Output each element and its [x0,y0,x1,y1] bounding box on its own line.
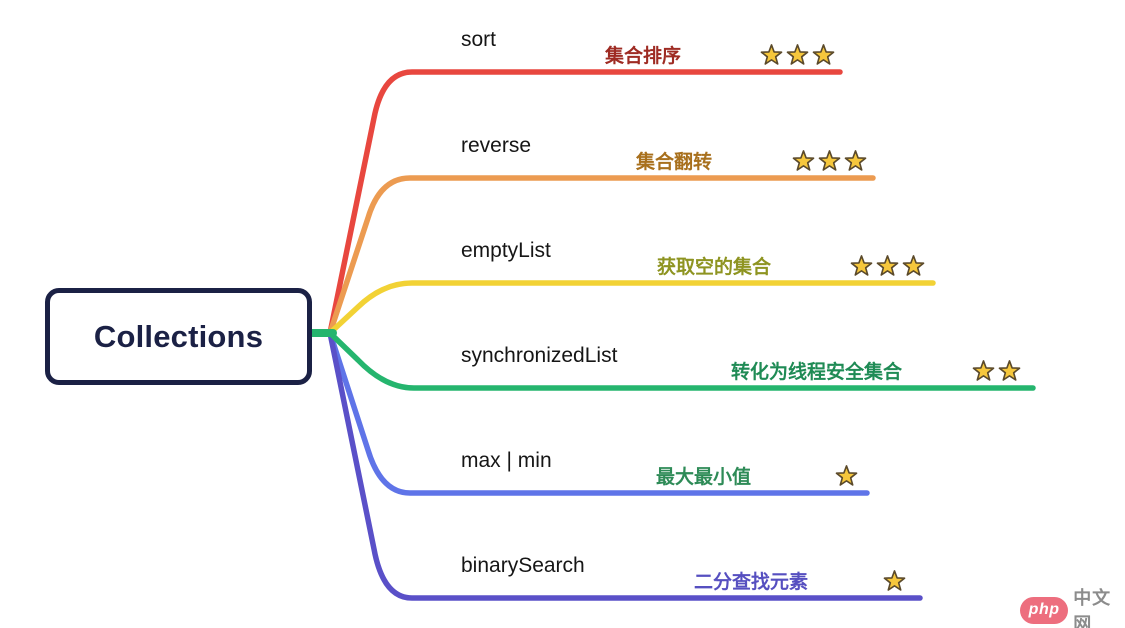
connector-sort [327,69,843,336]
branch-stars-binarySearch [883,569,906,592]
branch-label-sort[interactable]: sort [461,28,497,51]
star-icon [972,360,995,381]
php-logo-badge: php [1020,596,1069,624]
connector-reverse [327,175,876,336]
star-icon [812,44,835,65]
star-icon [844,150,867,171]
root-node-label: Collections [93,318,264,354]
star-icon [876,255,899,276]
branch-description-emptyList[interactable]: 获取空的集合 [657,257,772,278]
branch-description-reverse[interactable]: 集合翻转 [636,152,713,173]
star-icon [818,150,841,171]
star-icon [786,44,809,65]
branch-label-binarySearch[interactable]: binarySearch [461,554,585,577]
star-icon [883,570,906,591]
branch-stars-sort [760,43,835,66]
branch-label-emptyList[interactable]: emptyList [461,239,551,262]
star-icon [760,44,783,65]
connector-emptyList [327,280,936,336]
watermark-text: 中文网 [1073,588,1112,628]
connector-binarySearch [327,330,923,601]
watermark: php 中文网 [1020,584,1125,628]
branch-description-sort[interactable]: 集合排序 [605,46,682,67]
branch-stars-synchronizedList [972,359,1021,382]
branch-stars-emptyList [850,254,925,277]
branch-label-reverse[interactable]: reverse [461,134,532,157]
star-icon [835,465,858,486]
branch-stars-reverse [792,149,867,172]
branch-description-synchronizedList[interactable]: 转化为线程安全集合 [731,362,903,383]
branch-description-binarySearch[interactable]: 二分查找元素 [694,572,809,593]
star-icon [850,255,873,276]
branch-label-max-min[interactable]: max | min [461,449,552,472]
star-icon [998,360,1021,381]
root-node-collections[interactable]: Collections [45,288,312,385]
star-icon [902,255,925,276]
branch-label-synchronizedList[interactable]: synchronizedList [461,344,618,367]
star-icon [792,150,815,171]
connector-max-min [327,330,870,496]
branch-stars-max-min [835,464,858,487]
connector-synchronizedList [327,330,1036,391]
branch-description-max-min[interactable]: 最大最小值 [656,467,752,488]
